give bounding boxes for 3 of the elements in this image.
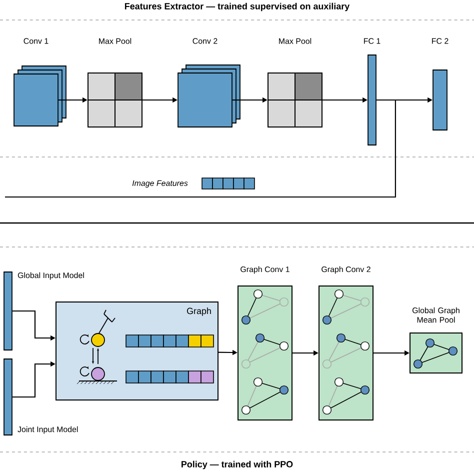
section-title: Features Extractor — trained supervised on auxiliary [124, 2, 350, 12]
box-title: Graph [187, 308, 211, 316]
section-title: Policy — trained with PPO [182, 460, 293, 470]
